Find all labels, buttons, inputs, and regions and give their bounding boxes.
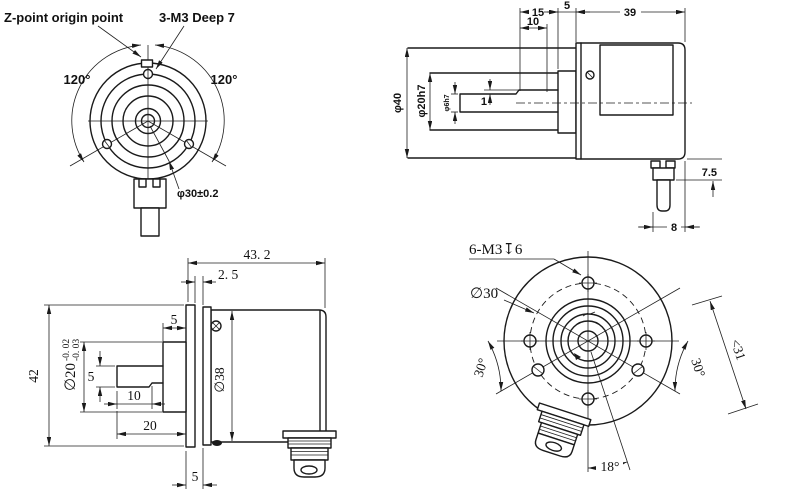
body — [575, 42, 686, 160]
side-view-shaft: 15 10 5 39 φ40 φ20h7 φ6h7 1 7.5 8 — [392, 0, 722, 234]
angle-30-left-label: 30° — [471, 356, 491, 379]
dim-bottom-5-label: 5 — [192, 469, 199, 484]
rear-dimensions — [469, 258, 759, 471]
angle-18-label: 18° — [601, 459, 620, 474]
dim-1-label: 1 — [481, 96, 487, 108]
dim-43-2-label: 43. 2 — [244, 247, 271, 262]
bottom-screw — [212, 440, 222, 446]
dim-42-label: 42 — [26, 369, 41, 383]
dim-10-label: 10 — [127, 388, 141, 403]
side-view-flange: 43. 2 2. 5 5 ∅20 -0. 02 -0. 03 5 10 20 4… — [26, 247, 337, 489]
dia-40-label: φ40 — [392, 93, 404, 113]
dim-shaft-5-label: 5 — [88, 369, 95, 384]
dim-31-label: <31 — [728, 337, 749, 362]
angle-30-right-label: 30° — [688, 356, 708, 379]
boss — [557, 70, 577, 134]
boss — [162, 341, 187, 413]
bottom-cable-gland — [282, 430, 337, 478]
front-dimensions — [71, 25, 225, 190]
dia-20h7-label: φ20h7 — [416, 85, 428, 118]
dim-5-label: 5 — [564, 0, 570, 12]
front-screw-label: 3-M3 Deep 7 — [159, 10, 235, 25]
front-view: Z-point origin point 3-M3 Deep 7 120° 12… — [4, 10, 238, 237]
flange-view-dimensions — [44, 258, 326, 489]
flange-screw — [210, 320, 222, 332]
z-notch — [140, 59, 154, 68]
flange-view-outline — [116, 304, 327, 448]
dia-38-label: ∅38 — [212, 367, 227, 393]
side-view-outline — [407, 42, 692, 160]
dim-15-label: 15 — [532, 7, 544, 19]
shaft — [116, 365, 164, 388]
dim-boss-5-label: 5 — [171, 312, 178, 327]
dia-6h7-label: φ6h7 — [444, 94, 451, 111]
bolt-circle-dim-label: φ30±0.2 — [177, 188, 218, 200]
dia-20-label: ∅20 — [63, 363, 79, 391]
angle-left-label: 120° — [64, 72, 91, 87]
rear-screw-label: 6-M3↧6 — [469, 242, 523, 258]
dim-20-label: 20 — [143, 418, 157, 433]
dim-2-5-label: 2. 5 — [218, 267, 239, 282]
cover-screw — [585, 70, 595, 80]
front-cable-exit — [133, 178, 167, 237]
dim-8-label: 8 — [671, 222, 677, 234]
rear-cable-gland — [534, 402, 592, 458]
tol-lower-label: -0. 03 — [72, 339, 82, 361]
clamp-ring — [202, 306, 212, 446]
angle-right-label: 120° — [211, 72, 238, 87]
side-cable-gland — [650, 160, 676, 212]
dim-39-label: 39 — [624, 7, 636, 19]
z-point-label: Z-point origin point — [4, 10, 124, 25]
side-view-dimensions — [404, 5, 722, 234]
tol-upper-label: -0. 02 — [62, 339, 72, 361]
dia-30-label: ∅30 — [470, 286, 498, 302]
label-recess — [599, 44, 674, 116]
body-shell — [210, 309, 327, 443]
dim-7-5-label: 7.5 — [702, 167, 717, 179]
dim-10-label: 10 — [527, 16, 539, 28]
shaft — [459, 89, 559, 113]
flange-plate — [185, 304, 196, 448]
rear-screw-holes — [521, 274, 655, 408]
rear-view: 6-M3↧6 ∅30 30° 30° <31 18° — [469, 242, 759, 474]
